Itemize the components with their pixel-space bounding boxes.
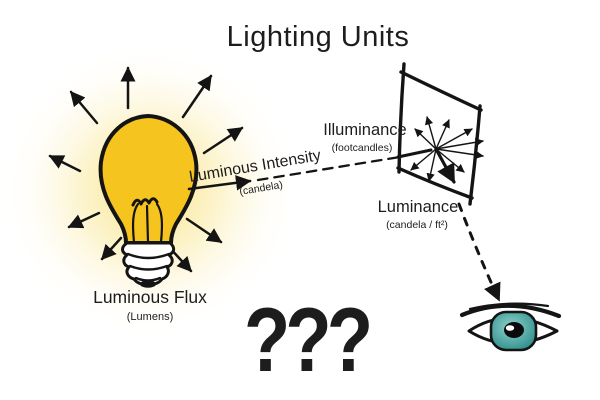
question-marks: ??? [244, 288, 369, 390]
bulb-filament [131, 197, 164, 244]
eyebrow-line [468, 302, 550, 311]
light-bulb [98, 114, 199, 288]
illuminated-surface [396, 62, 484, 206]
luminance-unit: (candela / ft²) [386, 219, 448, 231]
panel-left-edge [397, 62, 406, 174]
luminance-to-eye-arrow [457, 202, 501, 302]
light-ray-arrow [202, 126, 244, 155]
base-contact-tip [140, 280, 156, 288]
scatter-arrow [410, 148, 437, 171]
diagram-title: Lighting Units [227, 21, 410, 53]
light-ray-arrow [185, 217, 223, 244]
scatter-arrow [435, 138, 484, 150]
reflected-bold-arrow [434, 147, 456, 184]
intensity-dashed-line [256, 155, 402, 182]
screw-thread [128, 264, 169, 271]
eye [459, 302, 562, 352]
light-ray-arrow [181, 74, 213, 119]
illuminance-unit: (footcandles) [332, 142, 393, 154]
light-ray-arrow [48, 154, 82, 173]
panel-bottom-edge [396, 166, 474, 200]
scatter-arrow [414, 128, 437, 150]
scatter-arrow [425, 116, 437, 150]
scatter-arrow [435, 128, 473, 150]
luminous-flux-unit: (Lumens) [127, 311, 173, 323]
screw-thread [126, 252, 171, 260]
filament-wire [155, 202, 164, 244]
filament-wire [131, 202, 140, 244]
scatter-starburst [410, 116, 484, 184]
filament-wire [145, 204, 150, 244]
question-marks-group: ??? [244, 288, 374, 390]
scatter-arrow [435, 119, 450, 150]
filament-coil [131, 197, 159, 207]
luminous-flux-label: Luminous Flux [93, 287, 207, 307]
light-ray-arrow [67, 211, 101, 229]
scatter-arrow [435, 148, 465, 173]
bulb-screw-base [121, 241, 176, 288]
pupil [504, 322, 524, 338]
surface-entry-line [396, 148, 433, 159]
light-ray-arrow [69, 90, 99, 125]
intensity-arrow [187, 175, 252, 191]
light-ray-arrow [100, 236, 123, 261]
pupil-highlight [505, 325, 515, 331]
illuminance-label: Illuminance [323, 121, 406, 139]
scatter-arrow [435, 148, 484, 160]
eyelash-line [459, 303, 562, 319]
panel-top-edge [399, 70, 483, 112]
scatter-arrow [426, 148, 437, 182]
luminance-label: Luminance [378, 198, 459, 216]
